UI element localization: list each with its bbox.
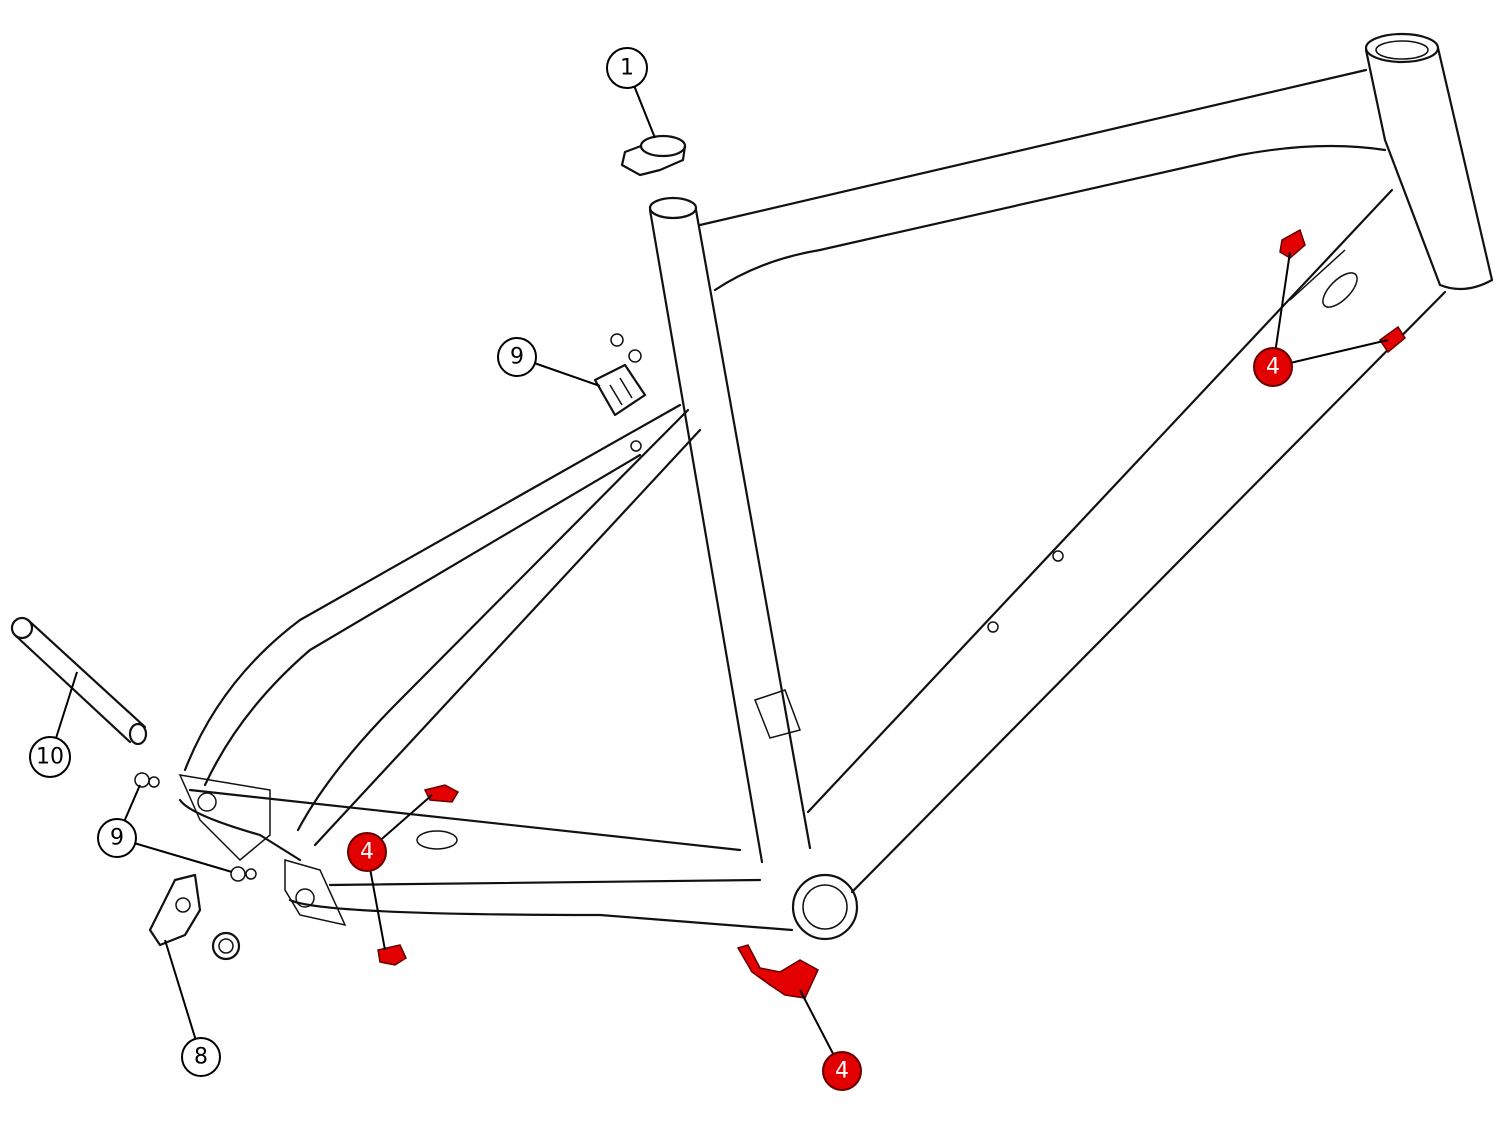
thru-axle-part — [10, 616, 148, 746]
callout-label: 8 — [194, 1045, 208, 1070]
bike-frame — [178, 32, 1494, 941]
callout-10: 10 — [29, 671, 78, 778]
callout-circle — [347, 832, 387, 872]
callout-label: 9 — [110, 826, 124, 851]
callout-1: 1 — [606, 47, 656, 139]
callout-circle — [97, 818, 137, 858]
cable-guide-part — [593, 333, 647, 417]
callout-9: 9 — [497, 337, 601, 387]
leader-line — [164, 939, 202, 1058]
callout-circle — [606, 47, 648, 89]
callout-label: 4 — [360, 840, 374, 865]
callout-label: 1 — [620, 56, 634, 81]
bolt-parts — [134, 772, 257, 882]
callout-circle — [29, 736, 71, 778]
callout-label: 9 — [510, 345, 524, 370]
callout-label: 4 — [1266, 355, 1280, 380]
callout-layer: 1 9 10 9 8 4 4 4 — [29, 47, 1389, 1091]
callout-label: 10 — [36, 745, 64, 770]
callout-circle — [822, 1051, 862, 1091]
callout-label: 4 — [835, 1059, 849, 1084]
callout-circle — [1253, 347, 1293, 387]
seat-clamp-part — [620, 134, 687, 177]
callout-4: 4 — [799, 989, 862, 1091]
derailleur-hanger-part — [148, 873, 241, 961]
callout-circle — [497, 337, 537, 377]
callout-4: 4 — [1253, 251, 1389, 387]
callout-9: 9 — [97, 784, 233, 873]
callout-8: 8 — [164, 939, 221, 1077]
callout-4: 4 — [347, 794, 433, 951]
callout-circle — [181, 1037, 221, 1077]
